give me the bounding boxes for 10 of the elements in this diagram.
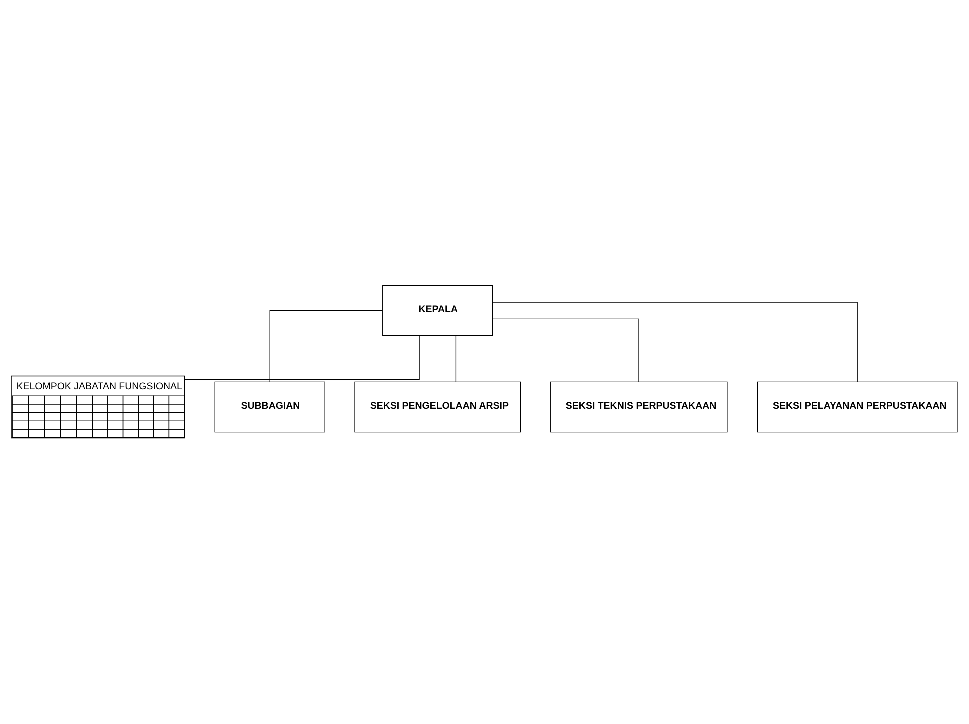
connector <box>184 336 420 380</box>
node-box: SEKSI TEKNIS PERPUSTAKAAN <box>550 382 728 433</box>
node-box: KEPALA <box>382 285 494 336</box>
node-box: SEKSI PENGELOLAAN ARSIP <box>354 382 522 433</box>
node-box: SUBBAGIAN <box>214 382 326 433</box>
connector <box>456 336 457 382</box>
connector <box>270 310 384 383</box>
node-box: SEKSI PELAYANAN PERPUSTAKAAN <box>757 382 958 433</box>
connector <box>492 318 640 382</box>
connector <box>492 302 858 382</box>
